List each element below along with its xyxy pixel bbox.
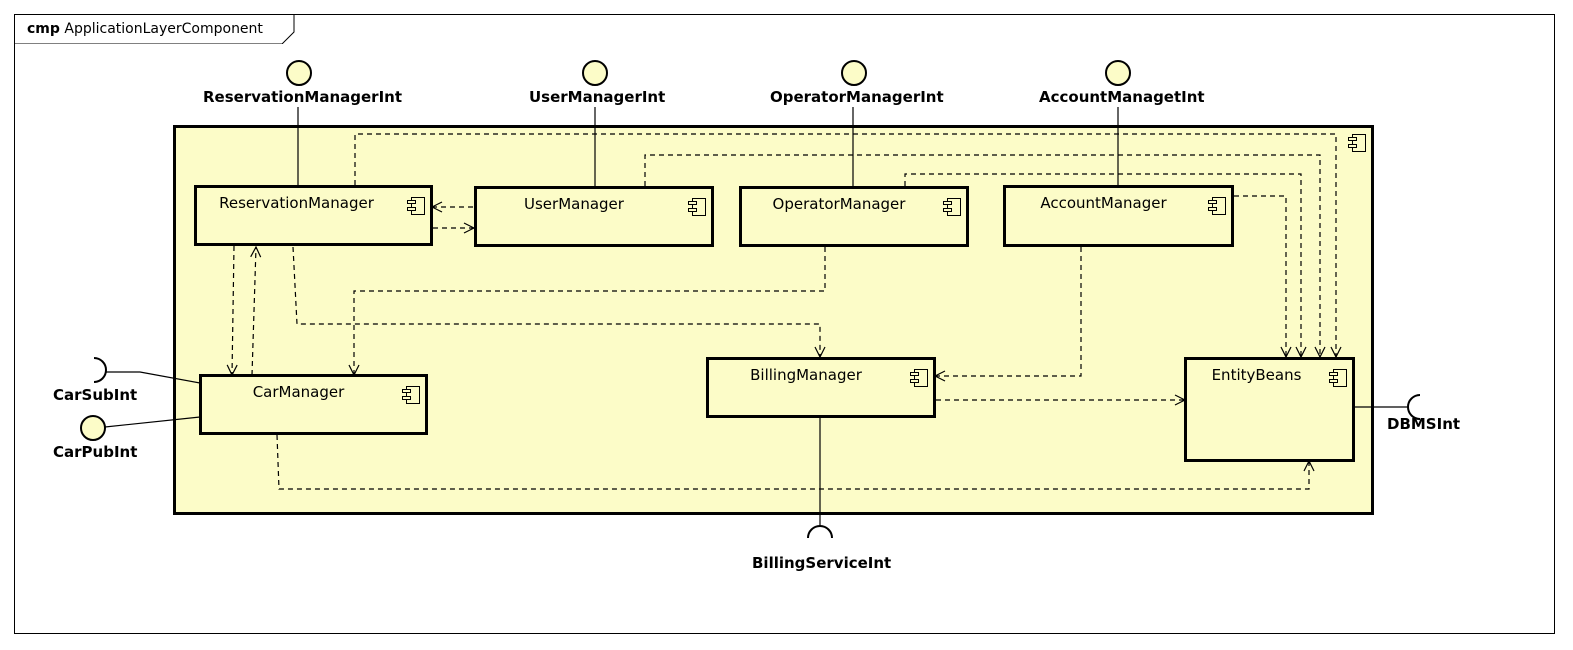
car-pub-int-label: CarPubInt bbox=[53, 443, 138, 461]
frame-tab bbox=[14, 14, 295, 44]
component-label: BillingManager bbox=[750, 366, 862, 384]
dep-car-reservation bbox=[252, 247, 256, 376]
frame-title: cmp ApplicationLayerComponent bbox=[27, 21, 263, 37]
car-pub-int-lollipop bbox=[80, 415, 201, 441]
dbms-int-label: DBMSInt bbox=[1387, 415, 1461, 433]
operator-manager-int-label: OperatorManagerInt bbox=[770, 88, 944, 106]
component-label: OperatorManager bbox=[772, 195, 906, 213]
component-label: UserManager bbox=[524, 195, 624, 213]
dbms-int-socket bbox=[1354, 394, 1421, 420]
user-manager-int-label: UserManagerInt bbox=[529, 88, 666, 106]
dep-reservation-billing bbox=[292, 246, 820, 357]
dep-account-billing bbox=[935, 247, 1082, 376]
operator-manager-component[interactable]: OperatorManager bbox=[739, 186, 969, 247]
entity-beans-component[interactable]: EntityBeans bbox=[1184, 357, 1355, 462]
frame-name: ApplicationLayerComponent bbox=[64, 21, 263, 37]
component-icon bbox=[1329, 369, 1347, 387]
dep-reservation-car bbox=[232, 245, 234, 375]
component-icon bbox=[407, 197, 425, 215]
component-label: AccountManager bbox=[1040, 194, 1167, 212]
component-icon bbox=[943, 198, 961, 216]
component-icon bbox=[1208, 197, 1226, 215]
reservation-manager-int-label: ReservationManagerInt bbox=[203, 88, 403, 106]
diagram-frame bbox=[14, 14, 1555, 634]
dep-reservation-entity bbox=[354, 133, 1336, 357]
car-manager-component[interactable]: CarManager bbox=[199, 374, 428, 435]
dep-car-entity bbox=[276, 434, 1309, 490]
component-label: CarManager bbox=[252, 383, 345, 401]
account-manager-component[interactable]: AccountManager bbox=[1003, 185, 1234, 247]
user-manager-component[interactable]: UserManager bbox=[474, 186, 714, 247]
account-managet-int-lollipop bbox=[1105, 60, 1131, 186]
dep-operator-car bbox=[354, 247, 826, 375]
car-sub-int-socket bbox=[93, 357, 201, 384]
billing-manager-component[interactable]: BillingManager bbox=[706, 357, 936, 418]
frame-keyword: cmp bbox=[27, 21, 60, 37]
account-managet-int-label: AccountManagetInt bbox=[1039, 88, 1205, 106]
component-icon bbox=[1348, 134, 1366, 152]
billing-service-int-label: BillingServiceInt bbox=[752, 554, 892, 572]
dep-operator-entity bbox=[904, 173, 1301, 357]
component-label: EntityBeans bbox=[1211, 366, 1302, 384]
reservation-manager-component[interactable]: ReservationManager bbox=[194, 185, 433, 246]
component-icon bbox=[688, 198, 706, 216]
billing-service-int-socket bbox=[807, 418, 833, 539]
component-icon bbox=[402, 386, 420, 404]
operator-manager-int-lollipop bbox=[841, 60, 867, 186]
component-icon bbox=[910, 369, 928, 387]
dep-account-entity bbox=[1234, 195, 1286, 357]
car-sub-int-label: CarSubInt bbox=[53, 386, 138, 404]
component-label: ReservationManager bbox=[219, 194, 374, 212]
dependency-lines bbox=[232, 133, 1336, 490]
user-manager-int-lollipop bbox=[582, 60, 608, 186]
reservation-manager-int-lollipop bbox=[286, 60, 312, 186]
